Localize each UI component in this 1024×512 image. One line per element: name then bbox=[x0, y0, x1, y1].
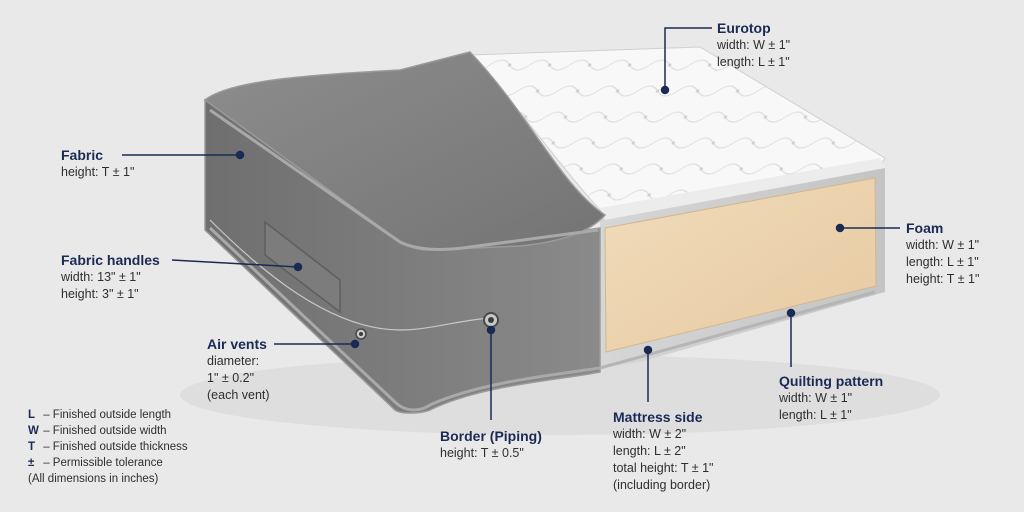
label-mattress-side-line: total height: T ± 1" bbox=[613, 461, 714, 475]
piping-bottom-edge bbox=[208, 226, 601, 412]
label-air-vents: Air vents diameter: 1" ± 0.2" (each vent… bbox=[207, 335, 270, 404]
legend-note: (All dimensions in inches) bbox=[28, 473, 159, 485]
label-fabric-handles-line: height: 3" ± 1" bbox=[61, 287, 139, 301]
piping-right-edge bbox=[599, 290, 876, 370]
piping-top-edge bbox=[209, 108, 599, 251]
leader-border-piping-dot bbox=[486, 325, 496, 335]
cover-zipper-seam bbox=[209, 219, 491, 331]
leader-eurotop-dot bbox=[660, 85, 670, 95]
legend-row: T – Finished outside thickness bbox=[28, 439, 188, 455]
label-border-piping-line: height: T ± 0.5" bbox=[440, 446, 524, 460]
label-quilting-pattern-line: length: L ± 1" bbox=[779, 408, 852, 422]
label-fabric-handles-title: Fabric handles bbox=[61, 252, 160, 268]
label-fabric-handles: Fabric handles width: 13" ± 1" height: 3… bbox=[61, 251, 160, 303]
label-quilting-pattern-title: Quilting pattern bbox=[779, 373, 884, 389]
label-fabric-handles-line: width: 13" ± 1" bbox=[61, 270, 141, 284]
label-eurotop-title: Eurotop bbox=[717, 20, 771, 36]
leader-fabric-dot bbox=[235, 150, 245, 160]
label-eurotop-line: width: W ± 1" bbox=[717, 38, 791, 52]
air-vent-front bbox=[483, 312, 499, 328]
leader-fabric-handles-dot bbox=[293, 262, 303, 272]
label-border-piping: Border (Piping) height: T ± 0.5" bbox=[440, 427, 542, 462]
legend-key: L bbox=[28, 409, 36, 421]
legend-text: – Finished outside thickness bbox=[43, 441, 188, 453]
legend-row: (All dimensions in inches) bbox=[28, 471, 188, 487]
label-quilting-pattern-line: width: W ± 1" bbox=[779, 391, 853, 405]
label-eurotop: Eurotop width: W ± 1" length: L ± 1" bbox=[717, 19, 790, 71]
leader-mattress-side-dot bbox=[643, 345, 653, 355]
legend-text: – Finished outside length bbox=[43, 409, 172, 421]
leader-fabric-handles bbox=[171, 259, 299, 268]
label-air-vents-title: Air vents bbox=[207, 336, 267, 352]
label-border-piping-title: Border (Piping) bbox=[440, 428, 542, 444]
air-vent-side bbox=[355, 328, 367, 340]
label-quilting-pattern: Quilting pattern width: W ± 1" length: L… bbox=[779, 372, 883, 424]
legend-row: W – Finished outside width bbox=[28, 423, 188, 439]
legend-row: ± – Permissible tolerance bbox=[28, 455, 188, 471]
leader-foam-dot bbox=[835, 223, 845, 233]
label-mattress-side-line: width: W ± 2" bbox=[613, 427, 687, 441]
label-mattress-side: Mattress side width: W ± 2" length: L ± … bbox=[613, 408, 713, 494]
label-fabric-title: Fabric bbox=[61, 147, 104, 163]
legend-text: – Finished outside width bbox=[43, 425, 167, 437]
label-air-vents-line: diameter: bbox=[207, 354, 260, 368]
label-foam-line: height: T ± 1" bbox=[906, 272, 980, 286]
label-foam-line: width: W ± 1" bbox=[906, 238, 980, 252]
foam-block bbox=[604, 177, 877, 353]
label-foam: Foam width: W ± 1" length: L ± 1" height… bbox=[906, 219, 979, 288]
eurotop-edge bbox=[600, 158, 885, 220]
legend: L – Finished outside length W – Finished… bbox=[28, 407, 188, 487]
leader-air-vents-dot bbox=[350, 339, 360, 349]
label-fabric-line: height: T ± 1" bbox=[61, 165, 135, 179]
label-mattress-side-title: Mattress side bbox=[613, 409, 703, 425]
leader-eurotop bbox=[664, 27, 712, 90]
label-mattress-side-line: length: L ± 2" bbox=[613, 444, 686, 458]
label-mattress-side-line: (including border) bbox=[613, 478, 711, 492]
legend-key: ± bbox=[28, 457, 35, 469]
leader-quilting-pattern-dot bbox=[786, 308, 796, 318]
label-foam-title: Foam bbox=[906, 220, 944, 236]
label-air-vents-line: 1" ± 0.2" bbox=[207, 371, 255, 385]
label-eurotop-line: length: L ± 1" bbox=[717, 55, 790, 69]
legend-text: – Permissible tolerance bbox=[43, 457, 163, 469]
legend-key: T bbox=[28, 441, 36, 453]
label-air-vents-line: (each vent) bbox=[207, 388, 270, 402]
legend-key: W bbox=[28, 425, 39, 437]
legend-row: L – Finished outside length bbox=[28, 407, 188, 423]
label-fabric: Fabric height: T ± 1" bbox=[61, 146, 134, 181]
fabric-handle bbox=[264, 220, 341, 314]
label-foam-line: length: L ± 1" bbox=[906, 255, 979, 269]
